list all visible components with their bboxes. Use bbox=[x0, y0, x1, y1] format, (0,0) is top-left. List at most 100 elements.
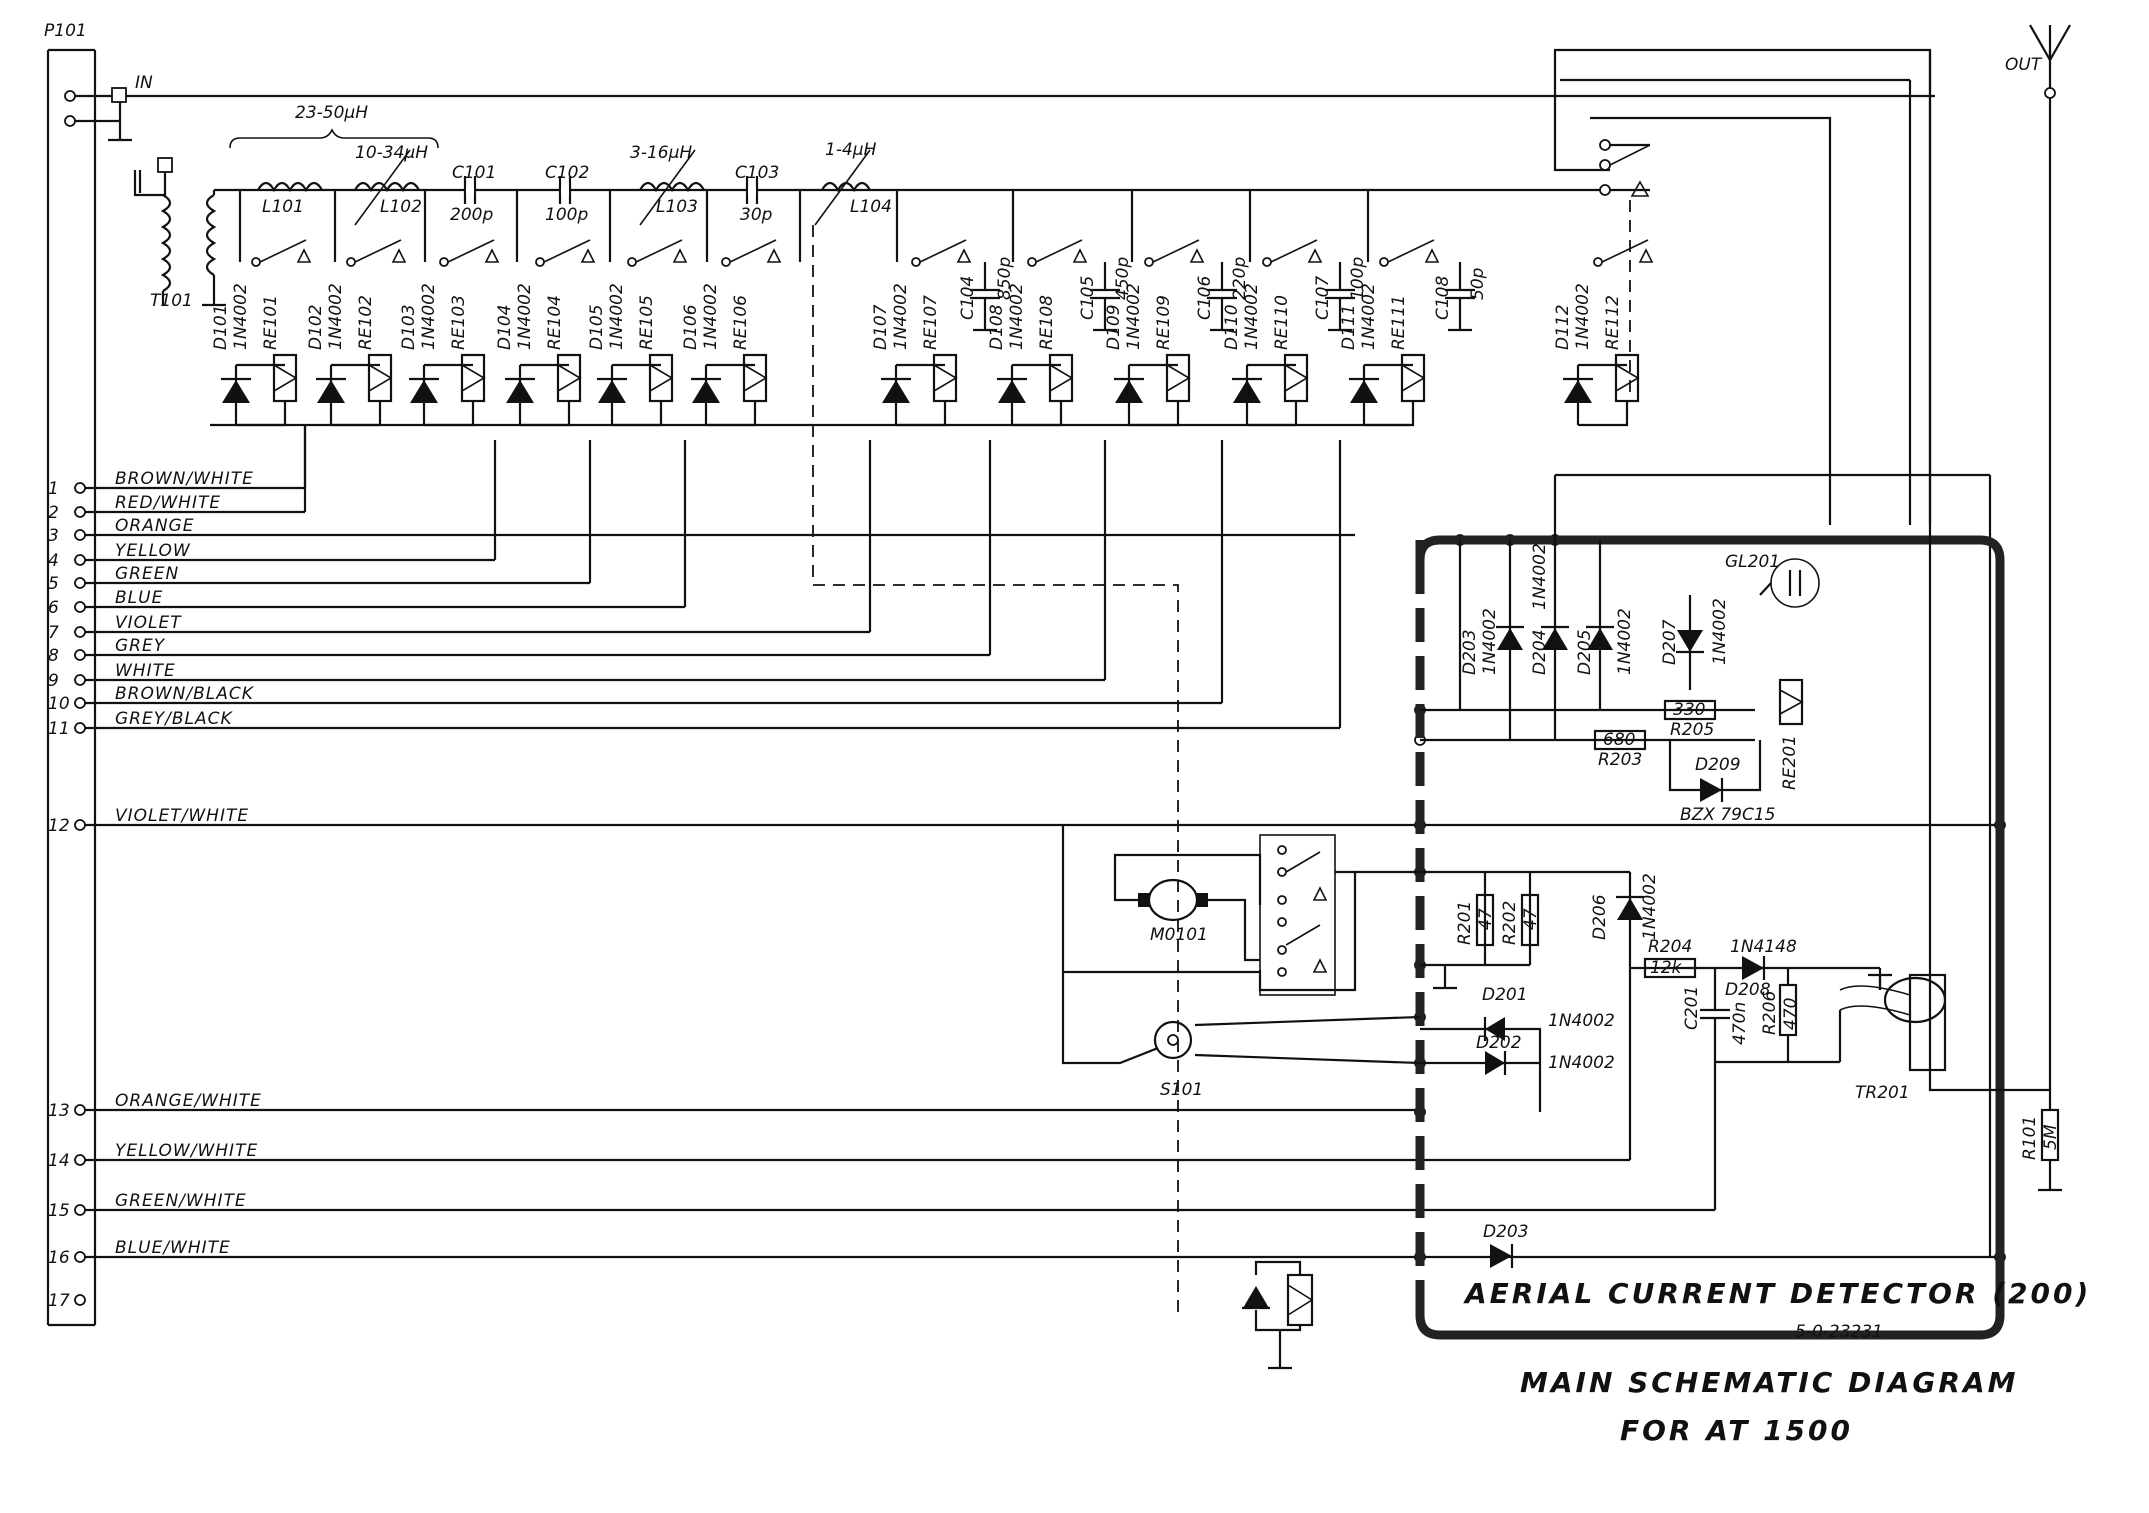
c106-label: C106 bbox=[1195, 275, 1215, 320]
d202-label: D202 bbox=[1476, 1033, 1522, 1053]
diode-type: 1N4002 bbox=[326, 283, 346, 350]
d209-label: D209 bbox=[1695, 755, 1741, 775]
pin-number: 3 bbox=[48, 526, 59, 546]
r205-label: R205 bbox=[1670, 720, 1714, 740]
connector-pin: 17 bbox=[48, 1291, 86, 1311]
diode-label: D107 bbox=[871, 304, 891, 350]
re201-label: RE201 bbox=[1780, 735, 1800, 790]
d205-label: D205 bbox=[1575, 629, 1595, 675]
c104-label: C104 bbox=[958, 276, 978, 320]
pin-terminal-icon bbox=[74, 674, 86, 686]
c107-value: 100p bbox=[1348, 257, 1368, 300]
pin-number: 16 bbox=[48, 1248, 70, 1268]
wire-color-label: VIOLET bbox=[115, 613, 182, 633]
inductor-L103-label: L103 bbox=[656, 197, 698, 217]
diode-type: 1N4002 bbox=[1359, 283, 1379, 350]
inductor-L104-value: 1-4µH bbox=[825, 140, 877, 160]
diode-type: 1N4002 bbox=[1573, 283, 1593, 350]
d208-label: D208 bbox=[1725, 980, 1771, 1000]
c105-value: 450p bbox=[1113, 257, 1133, 300]
diode-type: 1N4002 bbox=[1242, 283, 1262, 350]
r101-value: 5M bbox=[2041, 1124, 2061, 1150]
wire-color-label: BLUE bbox=[115, 588, 163, 608]
relay-label: RE106 bbox=[731, 295, 751, 350]
d203b-label: D203 bbox=[1483, 1222, 1529, 1242]
wire-color-label: GREEN bbox=[115, 564, 179, 584]
d207-label: D207 bbox=[1660, 619, 1680, 665]
pin-terminal-icon bbox=[74, 1251, 86, 1263]
c101-label: C101 bbox=[452, 163, 496, 183]
d209-type: BZX 79C15 bbox=[1680, 805, 1776, 825]
diode-type: 1N4002 bbox=[231, 283, 251, 350]
lamp-label: GL201 bbox=[1725, 552, 1780, 572]
pin-terminal-icon bbox=[74, 577, 86, 589]
c101-value: 200p bbox=[450, 205, 493, 225]
relay-coil-icon bbox=[460, 353, 486, 403]
c107-label: C107 bbox=[1313, 275, 1333, 320]
inductor-L101-label: L101 bbox=[262, 197, 304, 217]
diode-label: D104 bbox=[495, 304, 515, 350]
d205-type: 1N4002 bbox=[1615, 608, 1635, 675]
inductor-L102-label: L102 bbox=[380, 197, 422, 217]
diode-type: 1N4002 bbox=[1007, 283, 1027, 350]
pin-terminal-icon bbox=[74, 1294, 86, 1306]
d208-type: 1N4148 bbox=[1730, 937, 1797, 957]
relay-coil-icon bbox=[272, 353, 298, 403]
diode-label: D105 bbox=[587, 304, 607, 350]
wire-color-label: BROWN/WHITE bbox=[115, 469, 254, 489]
diode-label: D112 bbox=[1553, 304, 1573, 350]
pin-terminal-icon bbox=[74, 819, 86, 831]
c105-label: C105 bbox=[1078, 276, 1098, 320]
pin-terminal-icon bbox=[74, 601, 86, 613]
drawing-number: 5-0-23231 bbox=[1795, 1322, 1883, 1342]
pin-terminal-icon bbox=[74, 554, 86, 566]
output-label: OUT bbox=[2005, 55, 2043, 75]
wire-color-label: YELLOW/WHITE bbox=[115, 1141, 258, 1161]
wire-color-label: ORANGE/WHITE bbox=[115, 1091, 262, 1111]
relay-coil-icon bbox=[367, 353, 393, 403]
connector-pin: 1 BROWN/WHITE bbox=[48, 469, 305, 499]
r205-value: 330 bbox=[1673, 700, 1705, 720]
transformer-label: T101 bbox=[150, 291, 193, 311]
pin-number: 9 bbox=[48, 671, 59, 691]
range-label: 23-50µH bbox=[295, 103, 368, 123]
d204-label: D204 bbox=[1530, 629, 1550, 675]
c102-label: C102 bbox=[545, 163, 589, 183]
c201-label: C201 bbox=[1682, 986, 1702, 1030]
relay-coil-icon bbox=[932, 353, 958, 403]
wire-color-label: BROWN/BLACK bbox=[115, 684, 255, 704]
diode-label: D103 bbox=[399, 304, 419, 350]
toroid-icon bbox=[1883, 976, 1947, 1024]
d206-type: 1N4002 bbox=[1640, 873, 1660, 940]
r101-label: R101 bbox=[2020, 1116, 2040, 1160]
title-line-1: MAIN SCHEMATIC DIAGRAM bbox=[1520, 1366, 2018, 1399]
relay-coil-icon bbox=[556, 353, 582, 403]
d207-type: 1N4002 bbox=[1710, 598, 1730, 665]
c102-value: 100p bbox=[545, 205, 588, 225]
wire-color-label: BLUE/WHITE bbox=[115, 1238, 231, 1258]
diode-label: D108 bbox=[987, 304, 1007, 350]
input-jack-icon bbox=[111, 87, 127, 103]
r204-label: R204 bbox=[1648, 937, 1692, 957]
connector-label: P101 bbox=[44, 21, 87, 41]
r201-label: R201 bbox=[1455, 901, 1475, 945]
pin-number: 1 bbox=[48, 479, 59, 499]
diode-type: 1N4002 bbox=[607, 283, 627, 350]
d202-type: 1N4002 bbox=[1548, 1053, 1615, 1073]
pin-number: 7 bbox=[48, 623, 59, 643]
rotary-switch-icon bbox=[1153, 1020, 1193, 1060]
relay-label: RE109 bbox=[1154, 295, 1174, 350]
pin-terminal-icon bbox=[74, 722, 86, 734]
